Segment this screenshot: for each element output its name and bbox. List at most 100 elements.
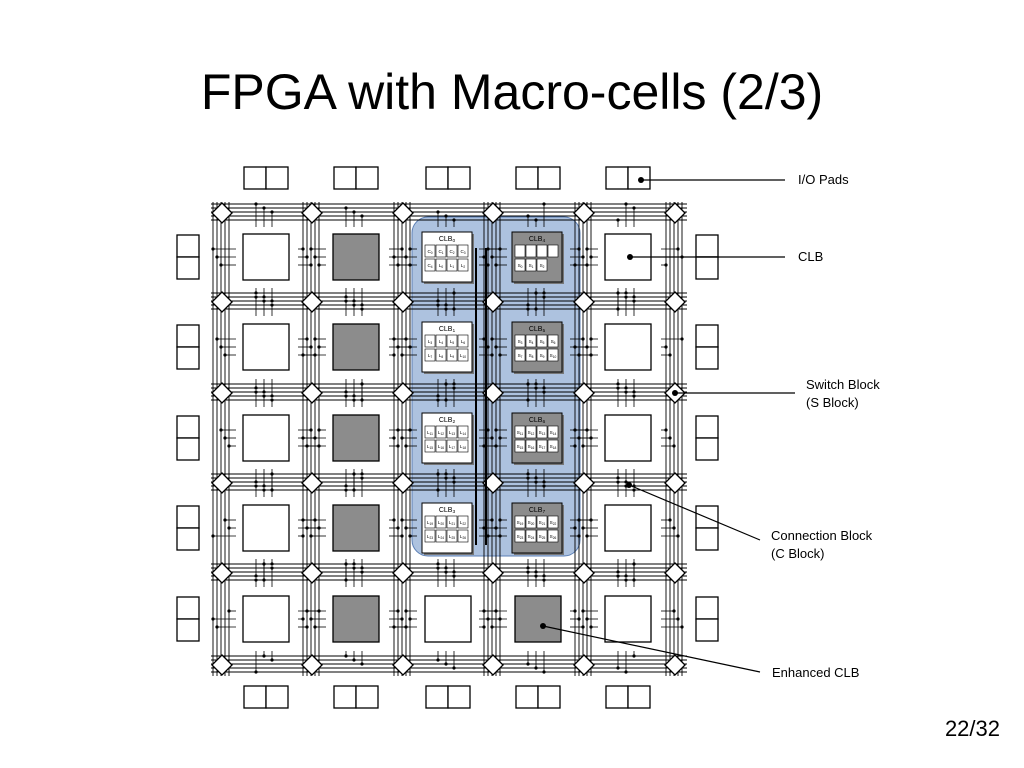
connection-point [490, 436, 494, 440]
switch-block [301, 202, 323, 224]
connection-point [444, 662, 448, 666]
connection-point [270, 658, 274, 662]
clb [604, 414, 652, 462]
connection-point [680, 337, 684, 341]
macro-cell-label: S5 [540, 339, 545, 345]
connection-point [444, 472, 448, 476]
macro-cell [536, 244, 548, 258]
macro-cell-label: L23 [427, 534, 433, 540]
connection-point [344, 484, 348, 488]
connection-point [270, 566, 274, 570]
connection-point [542, 670, 546, 674]
macro-cell [435, 244, 447, 258]
connection-point [632, 562, 636, 566]
connection-point [526, 570, 530, 574]
macro-cell [424, 425, 436, 439]
connection-point [270, 472, 274, 476]
connection-point [494, 345, 498, 349]
connection-point [668, 436, 672, 440]
connection-point [624, 574, 628, 578]
connection-point [542, 202, 546, 206]
connection-point [624, 202, 628, 206]
connection-point [444, 566, 448, 570]
io-pad [176, 256, 200, 280]
connection-point [309, 534, 313, 538]
connection-point [352, 566, 356, 570]
connection-point [408, 247, 412, 251]
connection-point [486, 617, 490, 621]
macro-cell [424, 348, 436, 362]
io-pad [265, 166, 289, 190]
macro-cell [446, 334, 458, 348]
connection-point [581, 337, 585, 341]
connection-point [452, 386, 456, 390]
connection-point [262, 299, 266, 303]
connection-point [301, 247, 305, 251]
macro-cell-label: L22 [460, 520, 466, 526]
io-pad [695, 324, 719, 348]
connection-point [534, 570, 538, 574]
connection-point [585, 617, 589, 621]
macro-cell [536, 515, 548, 529]
macro-cell-label: S0 [518, 263, 523, 269]
connection-point [227, 444, 231, 448]
enhanced-clb-label: Enhanced CLB [772, 665, 859, 680]
macro-title: CLB5 [529, 326, 546, 334]
connection-point [668, 353, 672, 357]
connection-point [400, 518, 404, 522]
io-pad [176, 437, 200, 461]
connection-point [396, 444, 400, 448]
connection-point [344, 654, 348, 658]
macro-cell-label: S9 [540, 353, 545, 359]
connection-point [444, 476, 448, 480]
macro-cell [536, 334, 548, 348]
switch-block [482, 562, 504, 584]
connection-point [486, 263, 490, 267]
connection-point [436, 398, 440, 402]
macro-cell [446, 529, 458, 543]
switch-block-dot [672, 390, 678, 396]
connection-point [305, 609, 309, 613]
connection-point [534, 291, 538, 295]
io-pad [243, 166, 267, 190]
connection-point [632, 295, 636, 299]
connection-point [573, 444, 577, 448]
macro-cell-label: S2 [540, 263, 545, 269]
connection-point [585, 247, 589, 251]
io-pad [425, 166, 449, 190]
connection-point [400, 247, 404, 251]
connection-point [542, 295, 546, 299]
macro-cell [525, 515, 537, 529]
macro-cell [446, 425, 458, 439]
macro-cell-label: L4 [439, 339, 444, 345]
connection-point [305, 444, 309, 448]
connection-point [392, 436, 396, 440]
connection-point [400, 534, 404, 538]
macro-cell [435, 258, 447, 272]
connection-point [396, 263, 400, 267]
macro-cell-label: L1 [450, 263, 455, 269]
macro-cell [536, 529, 548, 543]
clb-label: CLB [798, 249, 823, 264]
connection-point [573, 263, 577, 267]
connection-point [573, 345, 577, 349]
io-pad [176, 596, 200, 620]
connection-point [452, 382, 456, 386]
connection-point [452, 476, 456, 480]
connection-point [526, 566, 530, 570]
connection-point [490, 353, 494, 357]
connection-point [313, 337, 317, 341]
macro-cell [435, 439, 447, 453]
switch-block [664, 472, 686, 494]
connection-point [352, 472, 356, 476]
macro-cell-label: S1 [529, 263, 534, 269]
macro-cell-label: S23 [517, 534, 524, 540]
macro-cell [435, 515, 447, 529]
macro-cell [457, 439, 469, 453]
connection-point [632, 299, 636, 303]
connection-point [360, 476, 364, 480]
